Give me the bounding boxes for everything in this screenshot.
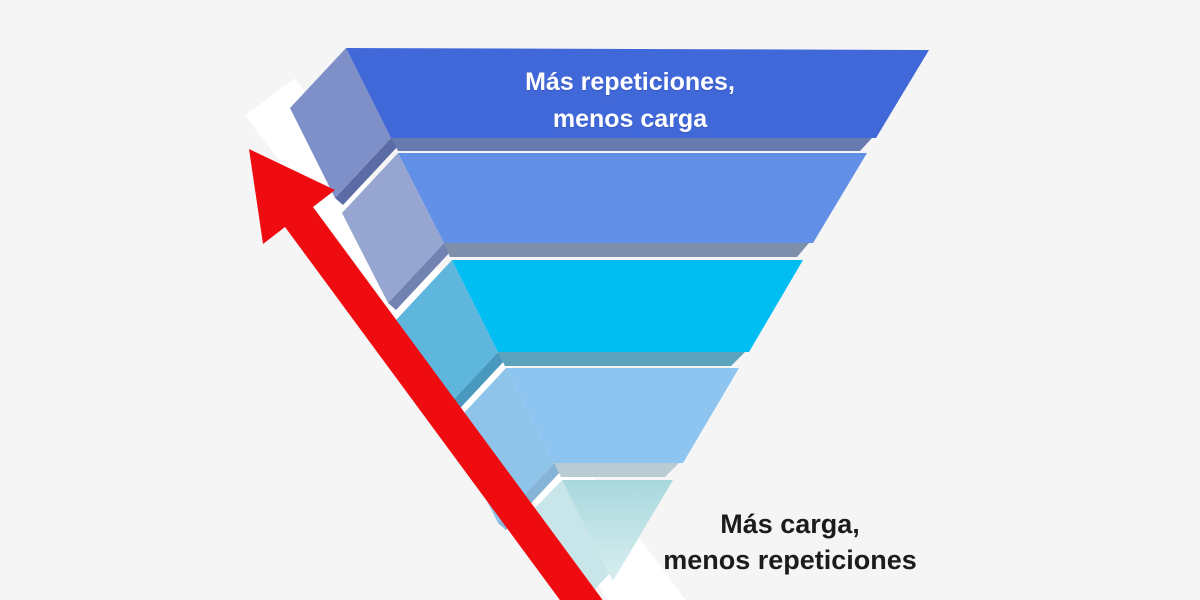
tier-2-side-edge xyxy=(388,243,452,310)
tier-3-side-edge xyxy=(442,352,506,419)
tier-5-front xyxy=(562,480,673,581)
tier-2-side-cap xyxy=(342,153,444,303)
tier-3-bottom-edge xyxy=(498,352,745,366)
tier-1-front xyxy=(346,48,929,138)
tier-3-front xyxy=(452,260,803,352)
bottom-tier-label-line1: Más carga, xyxy=(720,509,860,539)
tier-4-side-cap xyxy=(450,368,554,523)
tier-3-side-cap xyxy=(396,260,498,412)
tier-1-side-edge xyxy=(335,138,399,205)
tier-2-bottom-edge xyxy=(444,243,809,257)
tier-2-front xyxy=(398,153,867,243)
bottom-tier-label-line2: menos repeticiones xyxy=(663,545,917,575)
tier-1-bottom-edge xyxy=(391,138,872,151)
tier-1-side-cap xyxy=(290,48,391,198)
bottom-tier-label: Más carga, menos repeticiones xyxy=(630,506,950,578)
top-tier-label-line2: menos carga xyxy=(552,105,708,133)
tier-4-bottom-edge xyxy=(554,463,679,477)
intensity-arrow xyxy=(249,149,603,600)
top-tier-label: Más repeticiones, menos carga xyxy=(420,64,840,138)
tier-4-front xyxy=(506,368,739,463)
tier-5-side-cap xyxy=(533,480,610,600)
top-tier-label-line1: Más repeticiones, xyxy=(525,68,735,96)
